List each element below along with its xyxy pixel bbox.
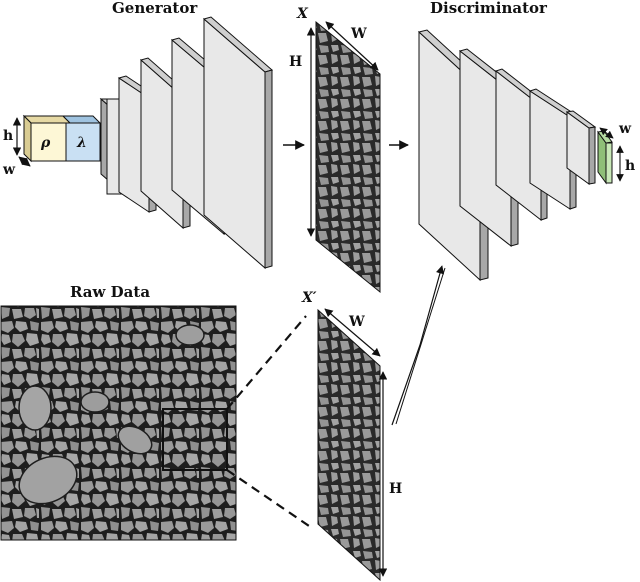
- rho-label: ρ: [40, 135, 51, 151]
- latent-input-block: ρ λ h w: [2, 114, 102, 178]
- discriminator-title: Discriminator: [430, 0, 548, 17]
- raw-data-title: Raw Data: [70, 283, 150, 301]
- zoom-selection-box: [162, 408, 228, 471]
- output-w-arrow: [599, 127, 614, 139]
- lambda-label: λ: [76, 135, 87, 151]
- generator-layer-5: [202, 16, 274, 270]
- latent-h-label: h: [3, 128, 13, 144]
- generator-layers: [99, 16, 274, 270]
- xp-height-label: H: [389, 481, 402, 497]
- arrow-shaft-secondary: [395, 267, 446, 425]
- xp-width-label: W: [348, 314, 365, 330]
- discriminator-output-block: [597, 130, 613, 185]
- double-arrow-icon: [391, 265, 445, 426]
- output-h-label: h: [625, 158, 635, 174]
- discriminator-layers: w h: [417, 29, 635, 282]
- dashed-zoom-line: [226, 315, 307, 410]
- x-width-label: W: [350, 26, 367, 42]
- x-generated-label: X: [296, 6, 309, 22]
- x-height-label: H: [289, 54, 302, 70]
- generated-image-x: X W H: [289, 6, 381, 294]
- output-w-label: w: [618, 121, 632, 137]
- dashed-zoom-line: [226, 469, 313, 529]
- generator-title: Generator: [112, 0, 198, 17]
- raw-data-image: [0, 305, 237, 541]
- x-real-label: X′: [301, 290, 317, 306]
- x-width-arrow: [325, 21, 379, 71]
- discriminator-layer-5: [565, 110, 597, 185]
- latent-w-label: w: [2, 162, 16, 178]
- xp-width-arrow: [324, 308, 381, 357]
- latent-w-arrow: [18, 156, 31, 167]
- real-image-x-prime: X′ W H: [301, 290, 402, 582]
